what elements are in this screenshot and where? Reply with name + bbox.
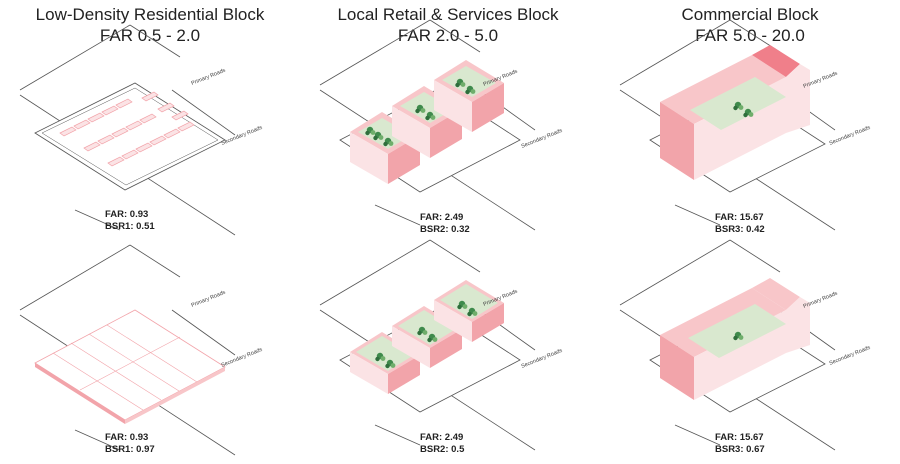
commercial-diagram-2: Primary Roads Secondary Roads FAR: 15.67…: [619, 239, 872, 455]
commercial-tower-1: [660, 45, 810, 180]
commercial-tower-2: [660, 278, 810, 400]
retail-diagram-2: Primary Roads Secondary Roads FAR: 2.49 …: [319, 239, 564, 455]
column-heading: Commercial Block: [681, 5, 819, 24]
column-heading: Local Retail & Services Block: [337, 5, 559, 24]
column-far-range: FAR 0.5 - 2.0: [99, 26, 201, 45]
column-far-range: FAR 5.0 - 20.0: [695, 26, 805, 45]
far-value: FAR: 2.49: [420, 212, 463, 223]
far-value: FAR: 15.67: [715, 212, 764, 223]
bsr-value: BSR2: 0.5: [420, 444, 465, 455]
commercial-diagram-1: Primary Roads Secondary Roads FAR: 15.67…: [619, 19, 872, 235]
secondary-roads-label: Secondary Roads: [521, 128, 564, 150]
column-title-residential: Low-Density Residential Block FAR 0.5 - …: [0, 4, 300, 46]
retail-block-3: [434, 60, 504, 132]
far-value: FAR: 0.93: [105, 209, 148, 220]
residential-diagram-2: Primary Roads Secondary Roads FAR: 0.93 …: [19, 244, 264, 456]
primary-roads-label: Primary Roads: [191, 68, 227, 87]
secondary-roads-label: Secondary Roads: [829, 125, 872, 147]
retail-block-1: [350, 332, 420, 394]
far-value: FAR: 0.93: [105, 432, 148, 443]
primary-roads-label: Primary Roads: [191, 290, 227, 309]
residential-building-strips: [59, 91, 195, 167]
retail-diagram-1: Primary Roads Secondary Roads FAR: 2.49 …: [319, 19, 564, 235]
secondary-roads-label: Secondary Roads: [221, 347, 264, 369]
secondary-roads-label: Secondary Roads: [521, 348, 564, 370]
residential-lot-grid: [52, 324, 198, 411]
retail-block-3: [434, 280, 504, 342]
bsr-value: BSR1: 0.97: [105, 444, 155, 455]
secondary-roads-label: Secondary Roads: [829, 345, 872, 367]
residential-diagram-1: Primary Roads Secondary Roads FAR: 0.93 …: [19, 24, 264, 236]
bsr-value: BSR3: 0.42: [715, 224, 765, 235]
column-title-commercial: Commercial Block FAR 5.0 - 20.0: [600, 4, 900, 46]
column-heading: Low-Density Residential Block: [35, 5, 265, 24]
far-value: FAR: 2.49: [420, 432, 463, 443]
far-value: FAR: 15.67: [715, 432, 764, 443]
bsr-value: BSR1: 0.51: [105, 221, 155, 232]
primary-roads-label: Primary Roads: [803, 291, 839, 310]
bsr-value: BSR3: 0.67: [715, 444, 765, 455]
bsr-value: BSR2: 0.32: [420, 224, 470, 235]
retail-block-2: [392, 306, 462, 368]
column-far-range: FAR 2.0 - 5.0: [397, 26, 499, 45]
secondary-roads-label: Secondary Roads: [221, 125, 264, 147]
column-title-retail: Local Retail & Services Block FAR 2.0 - …: [298, 4, 598, 46]
